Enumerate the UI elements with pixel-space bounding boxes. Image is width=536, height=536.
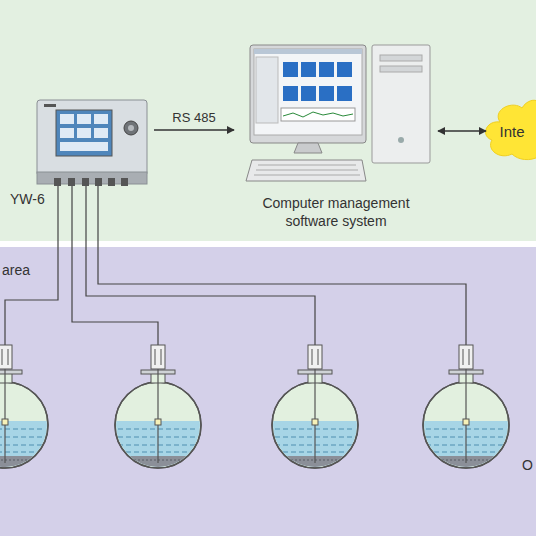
monitor-screen (254, 49, 362, 135)
device-name: YW-6 (10, 190, 45, 208)
device-knob (124, 121, 138, 135)
power-button (398, 137, 404, 143)
screen-tiles (283, 62, 352, 101)
monitor-stand (294, 143, 322, 153)
cable-port (82, 178, 89, 186)
window-sidebar (256, 57, 278, 123)
device-housing (37, 100, 147, 176)
region-label: O (522, 457, 533, 473)
storage-tank (113, 345, 203, 471)
screen-cell (60, 128, 74, 138)
control-room-ground (0, 0, 536, 241)
controller-device (37, 100, 147, 186)
window-bar (254, 49, 362, 54)
separator-band (0, 241, 536, 247)
screen-trend (281, 108, 355, 121)
screen-tile (283, 62, 298, 77)
computer-node: Computer management software system (236, 40, 436, 230)
screen-tile (337, 62, 352, 77)
cloud-label: Inte (499, 123, 524, 141)
cable-port (121, 178, 128, 186)
pc-tower (372, 45, 430, 163)
screen-tile (301, 86, 316, 101)
screen-cell (94, 128, 108, 138)
device-badge (44, 104, 56, 107)
device-knob-cap (128, 125, 134, 131)
screen-tile (301, 62, 316, 77)
screen-tile (319, 62, 334, 77)
monitor-bezel (250, 45, 366, 143)
device-base (37, 172, 147, 184)
cable-port (54, 178, 61, 186)
device-screen (56, 110, 112, 156)
screen-tile (319, 86, 334, 101)
system-caption: Computer management software system (250, 194, 422, 230)
storage-tank (270, 345, 360, 471)
cable-port (108, 178, 115, 186)
connector-arrow (154, 129, 234, 130)
bus-label: RS 485 (170, 110, 217, 125)
tank-area-ground (0, 247, 536, 536)
internet-node: Inte (488, 106, 536, 158)
internet-cloud (486, 100, 536, 159)
screen-cell (77, 128, 91, 138)
storage-tank (421, 345, 511, 471)
screen-tile (283, 86, 298, 101)
controller-node: YW-6 (10, 96, 152, 208)
drive-bay (380, 66, 422, 72)
signal-wire (98, 186, 466, 345)
region-label: area (2, 262, 30, 278)
keyboard-keys (254, 165, 360, 175)
signal-wires (5, 186, 466, 345)
screen-tile (337, 86, 352, 101)
screen-cell (60, 114, 74, 124)
keyboard (246, 160, 366, 181)
storage-tank (0, 345, 50, 471)
trend-line (283, 112, 353, 117)
signal-wire (72, 186, 158, 345)
screen-bar (60, 142, 108, 151)
screen-cell (94, 114, 108, 124)
cable-port (68, 178, 75, 186)
connector-arrow (438, 130, 486, 131)
computer (246, 45, 430, 181)
drive-bay (380, 55, 422, 61)
cable-port (95, 178, 102, 186)
screen-cell (77, 114, 91, 124)
